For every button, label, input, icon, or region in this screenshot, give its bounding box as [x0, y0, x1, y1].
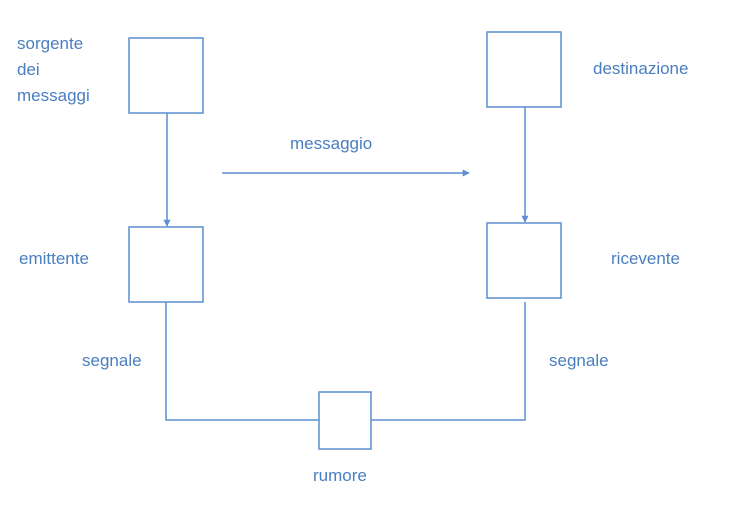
- source-label-line: sorgente: [17, 34, 84, 53]
- source-box: [128, 37, 204, 114]
- message-label: messaggio: [290, 134, 373, 153]
- receiver-label: ricevente: [611, 249, 680, 268]
- signal-right-label: segnale: [549, 351, 609, 370]
- source-label-line: messaggi: [17, 86, 90, 105]
- signal-left-label: segnale: [82, 351, 142, 370]
- noise-box: [318, 391, 372, 450]
- transmitter-box: [128, 226, 204, 303]
- signal-path-right: [371, 302, 526, 421]
- source-label: sorgente dei messaggi: [17, 31, 90, 109]
- transmitter-label: emittente: [19, 249, 89, 268]
- source-label-line: dei: [17, 60, 40, 79]
- destination-box: [486, 31, 562, 108]
- noise-label: rumore: [313, 466, 367, 485]
- destination-label: destinazione: [593, 59, 689, 78]
- receiver-box: [486, 222, 562, 299]
- signal-path-left: [165, 302, 319, 421]
